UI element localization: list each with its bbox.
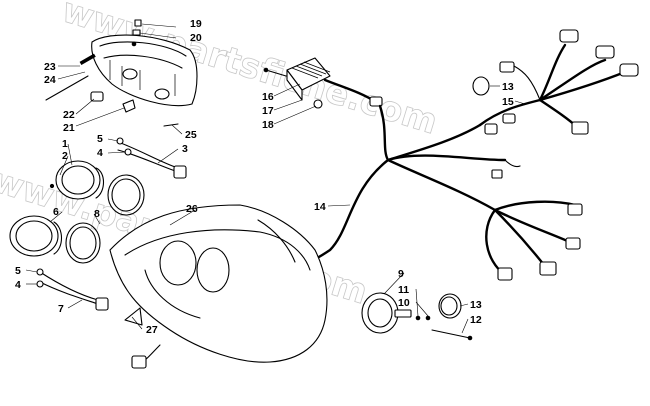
gauge-harness-lower	[36, 268, 109, 311]
callout-27: 27	[146, 324, 158, 336]
callout-labels: 19 20 23 24 22 21 25 1 2 5 4 3 6 8 26 5 …	[15, 18, 514, 336]
callout-2: 2	[62, 150, 68, 162]
retaining-ring-upper	[472, 76, 490, 96]
speedometer-gauge	[49, 160, 105, 200]
callout-1: 1	[62, 138, 68, 150]
headlight-housing	[91, 34, 198, 107]
callout-6: 6	[53, 206, 59, 218]
switch-lever	[431, 329, 473, 341]
callout-19: 19	[190, 18, 202, 30]
callout-25: 25	[185, 129, 197, 141]
callout-21: 21	[63, 122, 75, 134]
callout-14: 14	[314, 201, 326, 213]
callout-11: 11	[398, 284, 409, 296]
callout-16: 16	[262, 91, 274, 103]
callout-5-upper: 5	[97, 133, 103, 145]
callout-8: 8	[94, 208, 100, 220]
bulb-socket-parts	[45, 19, 179, 127]
callout-9: 9	[398, 268, 404, 280]
callout-10: 10	[398, 297, 410, 309]
retaining-ring	[438, 293, 462, 319]
gauge-bezel-upper	[107, 174, 145, 216]
callout-18: 18	[262, 119, 274, 131]
callout-24: 24	[44, 74, 56, 86]
callout-26: 26	[186, 203, 198, 215]
gauge-harness-upper	[116, 137, 187, 179]
callout-13-upper: 13	[502, 81, 514, 93]
callout-17: 17	[262, 105, 274, 117]
instrument-pod	[109, 204, 328, 369]
callout-4-lower: 4	[15, 279, 21, 291]
warning-triangle	[124, 307, 143, 326]
callout-20: 20	[190, 32, 202, 44]
tachometer-gauge	[9, 215, 63, 257]
callout-5-lower: 5	[15, 265, 21, 277]
callout-3: 3	[182, 143, 188, 155]
gauge-bezel-lower	[65, 222, 101, 264]
callout-4-upper: 4	[97, 147, 103, 159]
callout-12: 12	[470, 314, 482, 326]
callout-15: 15	[502, 96, 514, 108]
callout-23: 23	[44, 61, 56, 73]
leader-lines	[25, 23, 526, 334]
callout-13-lower: 13	[470, 299, 482, 311]
callout-22: 22	[63, 109, 75, 121]
light-switch	[361, 292, 431, 334]
main-wiring-harness	[298, 29, 639, 281]
callout-7: 7	[58, 303, 64, 315]
